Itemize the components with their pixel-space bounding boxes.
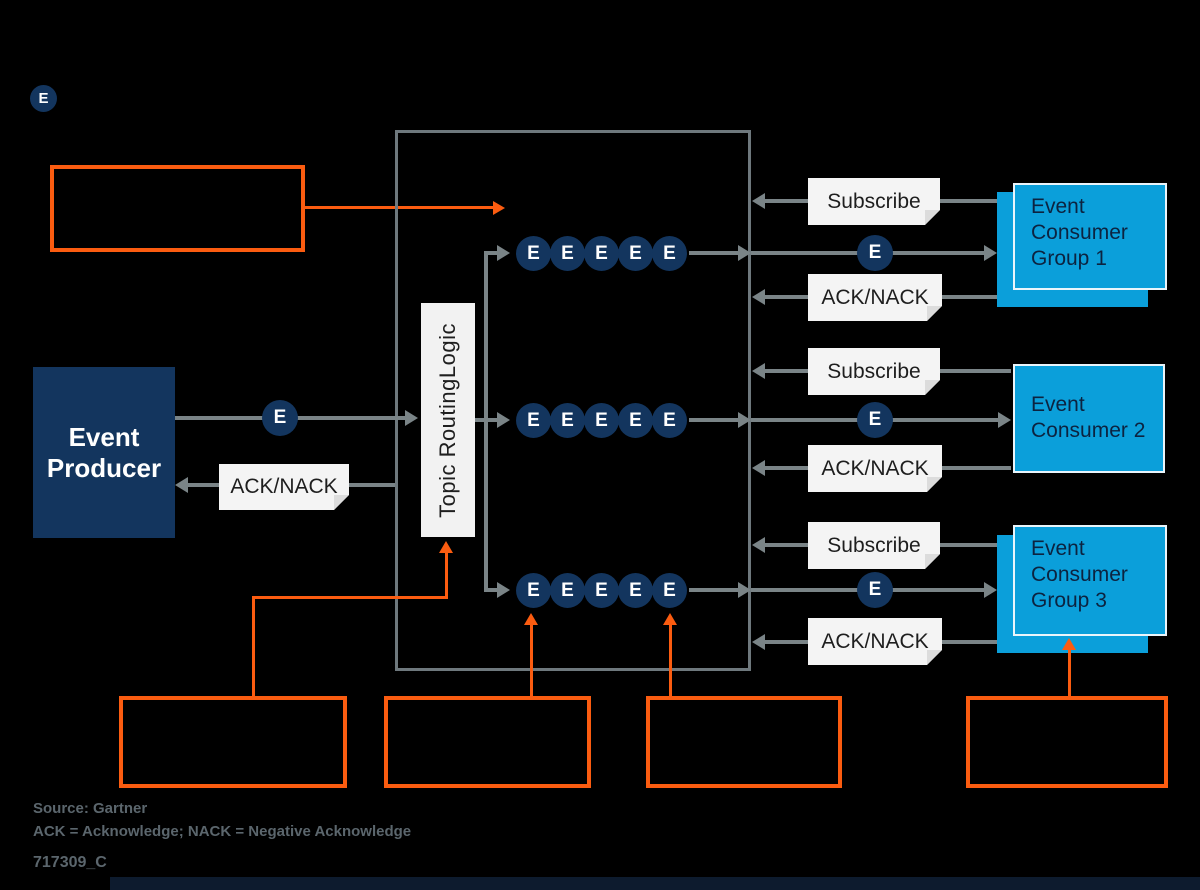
event-icon: E [516,403,551,438]
arrow-left-icon [752,634,765,650]
arrow-right-icon [738,582,751,598]
consumer-group-1-label: Event Consumer Group 1 [1031,195,1128,270]
arrow-up-icon [524,613,538,625]
arrow-left-icon [752,537,765,553]
connector-line [765,543,808,547]
arrow-right-icon [984,582,997,598]
event-icon: E [262,400,298,436]
event-icon: E [550,403,585,438]
connector-line [305,206,493,209]
bottom-bar [110,877,1200,890]
connector-line [445,553,448,599]
connector-line [942,466,1011,470]
event-icon: E [584,573,619,608]
arrow-right-icon [497,412,510,428]
connector-line [942,295,997,299]
consumer-2-label: Event Consumer 2 [1031,393,1146,442]
abbreviation-note: ACK = Acknowledge; NACK = Negative Ackno… [33,823,412,840]
callout-box-top [50,165,305,252]
event-icon: E [652,403,687,438]
arrow-right-icon [738,245,751,261]
event-icon: E [857,572,893,608]
event-icon: E [652,573,687,608]
arrow-left-icon [175,477,188,493]
ack-nack-label: ACK/NACK [808,445,942,492]
consumer-group-1-box: Event Consumer Group 1 [1013,183,1167,290]
subscribe-label: Subscribe [808,178,940,225]
connector-line [252,596,255,696]
event-icon: E [618,236,653,271]
event-broker-frame [395,130,751,671]
event-icon: E [857,235,893,271]
arrow-right-icon [493,201,505,215]
connector-line [940,369,1011,373]
ack-nack-label: ACK/NACK [808,274,942,321]
consumer-group-3-label: Event Consumer Group 3 [1031,537,1128,612]
subscribe-label: Subscribe [808,348,940,395]
connector-line [765,640,808,644]
event-producer-box: Event Producer [33,367,175,538]
connector-line [669,625,672,696]
event-icon: E [584,236,619,271]
event-icon: E [652,236,687,271]
arrow-up-icon [439,541,453,553]
arrow-left-icon [752,193,765,209]
connector-line [940,543,997,547]
connector-line [530,625,533,696]
event-queue-row-1: E E E E E [516,236,687,271]
event-icon: E [516,573,551,608]
arrow-up-icon [663,613,677,625]
event-icon: E [550,573,585,608]
connector-line [484,588,498,592]
connector-line [484,418,498,422]
topic-routing-logic-label: Topic RoutingLogic [435,322,460,518]
callout-box-bottom-3 [646,696,842,788]
source-note: Source: Gartner [33,800,148,817]
document-id: 717309_C [33,854,107,871]
event-icon: E [584,403,619,438]
arrow-left-icon [752,289,765,305]
connector-line [484,251,498,255]
arrow-right-icon [738,412,751,428]
consumer-group-3-box: Event Consumer Group 3 [1013,525,1167,636]
subscribe-label: Subscribe [808,522,940,569]
consumer-2-box: Event Consumer 2 [1013,364,1165,473]
arrow-up-icon [1062,638,1076,650]
legend-event-icon: E [30,85,57,112]
event-queue-row-2: E E E E E [516,403,687,438]
event-icon: E [618,403,653,438]
connector-line [942,640,997,644]
connector-line [765,369,808,373]
ack-nack-label: ACK/NACK [808,618,942,665]
connector-line [940,199,997,203]
callout-box-bottom-2 [384,696,591,788]
topic-routing-logic-box: Topic RoutingLogic [421,303,475,537]
connector-line [689,418,739,422]
arrow-left-icon [752,363,765,379]
arrow-right-icon [984,245,997,261]
arrow-right-icon [405,410,418,426]
event-icon: E [618,573,653,608]
callout-box-bottom-4 [966,696,1168,788]
event-icon: E [550,236,585,271]
connector-line [689,588,739,592]
connector-line [252,596,448,599]
event-icon: E [516,236,551,271]
callout-box-bottom-1 [119,696,347,788]
event-icon: E [857,402,893,438]
arrow-right-icon [998,412,1011,428]
connector-line [1068,650,1071,696]
connector-line [765,466,808,470]
arrow-left-icon [752,460,765,476]
connector-line [765,295,808,299]
event-queue-row-3: E E E E E [516,573,687,608]
arrow-right-icon [497,245,510,261]
connector-line [689,251,739,255]
connector-line [765,199,808,203]
ack-nack-label: ACK/NACK [219,464,349,510]
connector-line [475,418,489,422]
arrow-right-icon [497,582,510,598]
